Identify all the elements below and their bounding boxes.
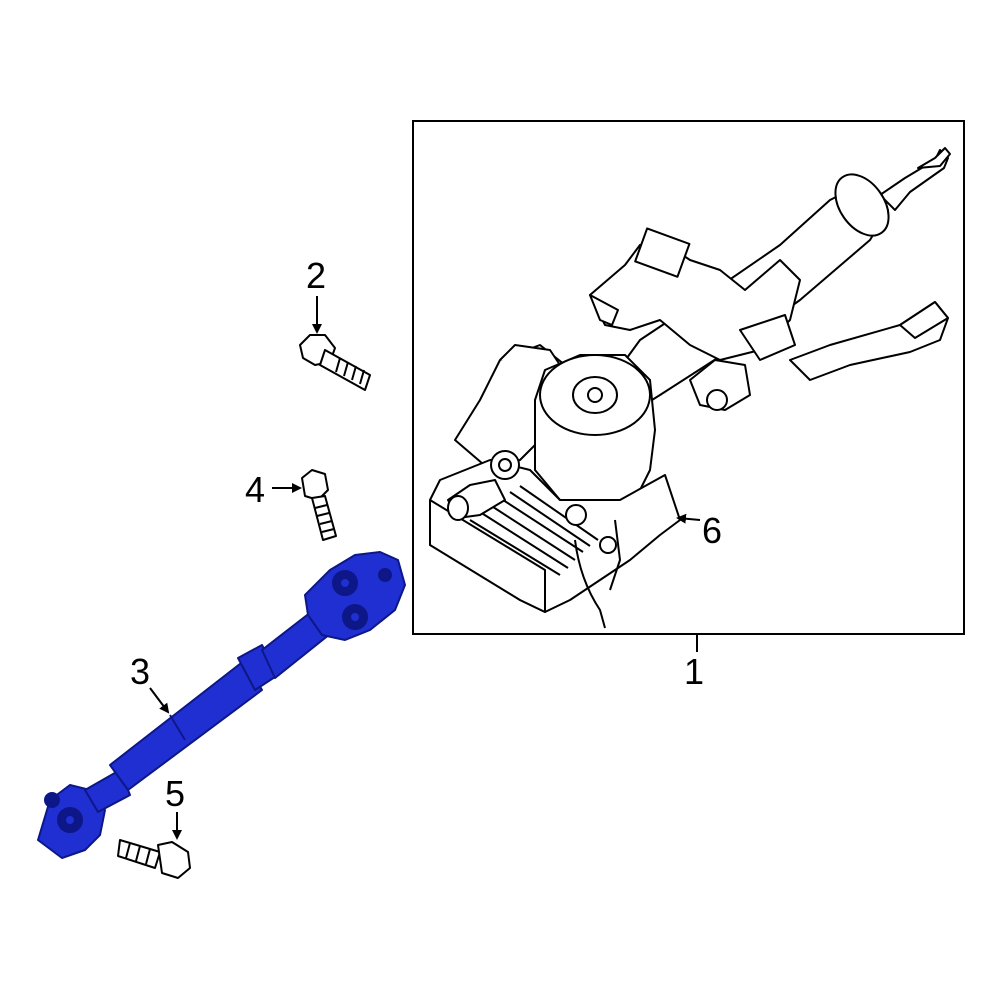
callout-2: 2 — [306, 255, 326, 296]
leader-6 — [676, 513, 701, 524]
callout-3: 3 — [130, 651, 150, 692]
steering-column-assembly — [429, 147, 951, 629]
bolt-part-4 — [301, 469, 337, 541]
callout-4: 4 — [245, 469, 265, 510]
assembly-frame — [412, 120, 965, 635]
bolt-part-2 — [299, 334, 371, 391]
leader-3 — [149, 687, 170, 714]
callout-5: 5 — [165, 773, 185, 814]
bolt-part-5 — [117, 839, 191, 879]
intermediate-shaft-part-3 — [37, 551, 406, 859]
callout-6: 6 — [702, 510, 722, 551]
callout-1: 1 — [684, 651, 704, 692]
